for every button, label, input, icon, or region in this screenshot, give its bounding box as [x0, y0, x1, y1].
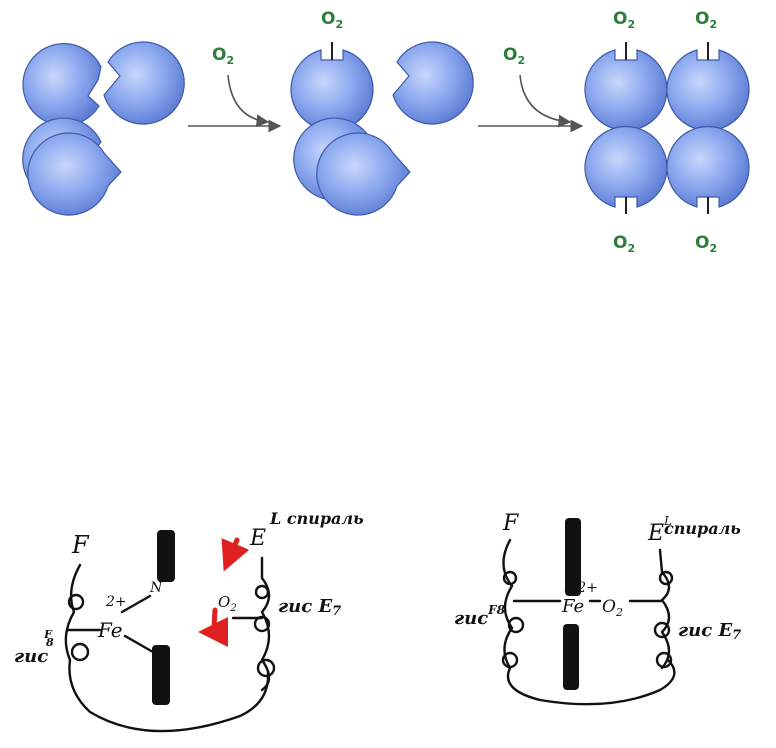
helix-e-turn2	[653, 621, 671, 639]
red-arrow-2	[198, 607, 229, 647]
stage1-tetramer-deoxy	[22, 41, 185, 216]
stage2-tetramer-one-bound: O2	[290, 9, 474, 216]
stage2-o2-label: O2	[321, 9, 343, 31]
heme-plane-top	[565, 518, 581, 596]
stage3-o2-bl: O2	[613, 233, 635, 255]
label-e-helix: E	[249, 526, 266, 551]
label-e-caption-sup: L	[663, 514, 672, 528]
helix-e-curve	[658, 548, 671, 670]
label-e-caption: L спираль	[269, 509, 364, 528]
helix-f-turn2	[507, 616, 525, 634]
bond-fe-n-top	[120, 594, 152, 614]
label-o2: O2	[218, 593, 237, 614]
arrow2: O2	[478, 45, 584, 133]
bond-fe-n-bottom	[123, 634, 155, 654]
label-n-bottom: N	[156, 656, 170, 672]
subunit-tr-bound	[666, 49, 750, 132]
stage3-tetramer-oxy: O2 O2 O2 O2	[584, 9, 750, 255]
label-f-helix: F	[502, 511, 519, 536]
stage3-o2-br: O2	[695, 233, 717, 255]
subunit-br	[316, 132, 411, 216]
label-n-top: N	[149, 580, 163, 596]
helix-f-turn1	[67, 593, 85, 611]
helix-f-turn3	[501, 651, 519, 669]
helix-f-turn2	[70, 642, 90, 662]
sketch-oxy-heme: F E L спираль N2+ Fe O2 гисF8 гис E7	[454, 511, 741, 706]
label-f-helix: F	[71, 531, 90, 559]
subunit-tl-bound	[584, 49, 668, 132]
subunit-tl	[22, 43, 102, 127]
helix-f-curve	[64, 563, 270, 733]
heme-plane-bottom	[563, 624, 579, 690]
helix-e-turn1	[658, 570, 674, 586]
stage3-o2-tr: O2	[695, 9, 717, 31]
label-o2: O2	[602, 597, 623, 619]
label-n2plus: N2+	[564, 580, 598, 596]
helix-e-turn3	[256, 658, 276, 678]
subunit-br-bound	[666, 125, 750, 208]
label-his-e7: гис E7	[278, 596, 341, 619]
heme-plane-top	[157, 530, 175, 582]
subunit-bl-bound	[584, 125, 668, 208]
helix-e-turn3	[655, 651, 673, 669]
label-fe: Fe	[561, 596, 584, 617]
subunit-tr	[392, 41, 474, 125]
label-e-helix: E	[647, 521, 664, 546]
helix-e-turn1	[254, 584, 270, 600]
arrow1: O2	[188, 45, 282, 133]
label-his-f8: гисF8	[454, 603, 506, 629]
stage3-o2-tl: O2	[613, 9, 635, 31]
label-fe-charge: 2+	[105, 594, 127, 610]
arrow1-o2-label: O2	[212, 45, 234, 67]
subunit-br	[27, 132, 122, 216]
label-e-caption: спираль	[664, 519, 741, 538]
red-arrow-1	[221, 537, 250, 572]
label-fe: Fe	[97, 618, 123, 642]
helix-f-curve	[502, 538, 676, 706]
helix-f-turn1	[502, 570, 518, 586]
label-his-e7: гис E7	[678, 620, 741, 643]
arrow2-o2-label: O2	[503, 45, 525, 67]
subunit-tr	[103, 41, 185, 125]
heme-plane-bottom	[152, 645, 170, 705]
